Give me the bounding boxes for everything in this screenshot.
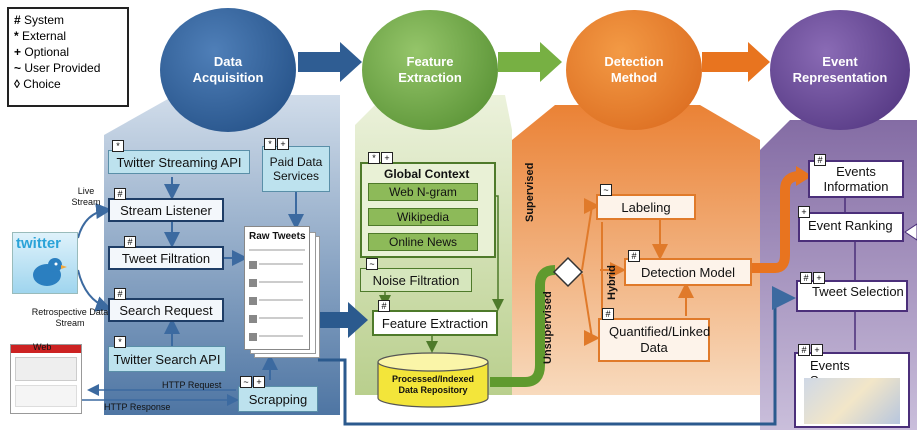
system-tag: # [602, 308, 614, 320]
tweet-filtration-box: Tweet Filtration [108, 246, 224, 270]
quantified-linked-data-box: Quantified/Linked Data [598, 318, 710, 362]
system-tag: # [114, 288, 126, 300]
stage-arrow-3 [702, 42, 770, 82]
paid-data-services-box: Paid Data Services [262, 146, 330, 192]
labeling-box: Labeling [596, 194, 696, 220]
web-ngram-box: Web N-gram [368, 183, 478, 201]
optional-tag: + [813, 272, 825, 284]
http-response-label: HTTP Response [104, 402, 171, 412]
wikipedia-box: Wikipedia [368, 208, 478, 226]
web-label: Web [33, 342, 52, 352]
external-tag: * [368, 152, 380, 164]
legend-item-user-provided: ~ User Provided [14, 61, 101, 75]
user-provided-tag: ~ [366, 258, 378, 270]
web-browser-thumbnail: Web [10, 342, 82, 414]
stage-circle-representation: Event Representation [770, 10, 910, 130]
system-tag: # [628, 250, 640, 262]
retrospective-stream-label: Retrospective Data Stream [31, 307, 109, 328]
twitter-streaming-api-box: Twitter Streaming API [108, 150, 250, 174]
legend-item-choice: ◊ Choice [14, 77, 61, 91]
event-ranking-label: Event Ranking [808, 218, 893, 233]
system-tag: # [800, 272, 812, 284]
search-request-box: Search Request [108, 298, 224, 322]
events-information-box: Events Information [808, 160, 904, 198]
choice-diamond [552, 256, 584, 288]
system-tag: # [798, 344, 810, 356]
external-tag: * [112, 140, 124, 152]
system-tag: # [378, 300, 390, 312]
tweet-selection-box: Tweet Selection [796, 280, 908, 312]
summary-collage-image [804, 378, 900, 424]
optional-tag: + [811, 344, 823, 356]
twitter-wordmark: twitter [16, 235, 61, 252]
raw-tweets-label: Raw Tweets [249, 231, 306, 242]
repository-cylinder-icon [377, 352, 489, 408]
raw-tweets-stack: Raw Tweets [244, 226, 320, 358]
user-provided-tag: ~ [240, 376, 252, 388]
stage-circle-detection: Detection Method [566, 10, 702, 130]
system-tag: # [814, 154, 826, 166]
system-tag: # [124, 236, 136, 248]
supervised-label: Supervised [524, 162, 536, 222]
event-ranking-box: Event Ranking [798, 212, 904, 242]
optional-tag: + [253, 376, 265, 388]
system-tag: # [114, 188, 126, 200]
noise-filtration-box: Noise Filtration [360, 268, 472, 292]
repository-label: Processed/Indexed Data Repository [391, 374, 475, 395]
stage-arrow-1 [298, 42, 362, 82]
twitter-search-api-box: Twitter Search API [108, 346, 226, 372]
stage-arrow-2 [498, 42, 562, 82]
unsupervised-label: Unsupervised [542, 291, 554, 364]
online-news-box: Online News [368, 233, 478, 251]
user-provided-tag: ~ [600, 184, 612, 196]
scrapping-box: Scrapping [238, 386, 318, 412]
live-stream-label: Live Stream [71, 186, 101, 207]
external-tag: * [264, 138, 276, 150]
tweet-selection-label: Tweet Selection [812, 284, 904, 299]
legend-item-system: # System [14, 13, 65, 27]
detection-model-box: Detection Model [624, 258, 752, 286]
legend-item-optional: + Optional [14, 45, 70, 59]
stream-listener-box: Stream Listener [108, 198, 224, 222]
feature-extraction-box: Feature Extraction [372, 310, 498, 336]
optional-tag: + [277, 138, 289, 150]
optional-tag: + [798, 206, 810, 218]
stage-circle-extraction: Feature Extraction [362, 10, 498, 130]
data-repository-cylinder: Processed/Indexed Data Repository [376, 352, 490, 408]
global-context-title: Global Context [384, 167, 470, 181]
legend-item-external: * External [14, 29, 67, 43]
hybrid-label: Hybrid [606, 265, 618, 300]
twitter-logo: twitter [12, 232, 78, 294]
stage-circle-acquisition: Data Acquisition [160, 8, 296, 132]
optional-tag: + [381, 152, 393, 164]
events-summary-box: Events Summary [794, 352, 910, 428]
http-request-label: HTTP Request [162, 380, 222, 390]
external-tag: * [114, 336, 126, 348]
twitter-bird-icon [33, 258, 67, 286]
legend: # System * External + Optional ~ User Pr… [7, 7, 129, 107]
